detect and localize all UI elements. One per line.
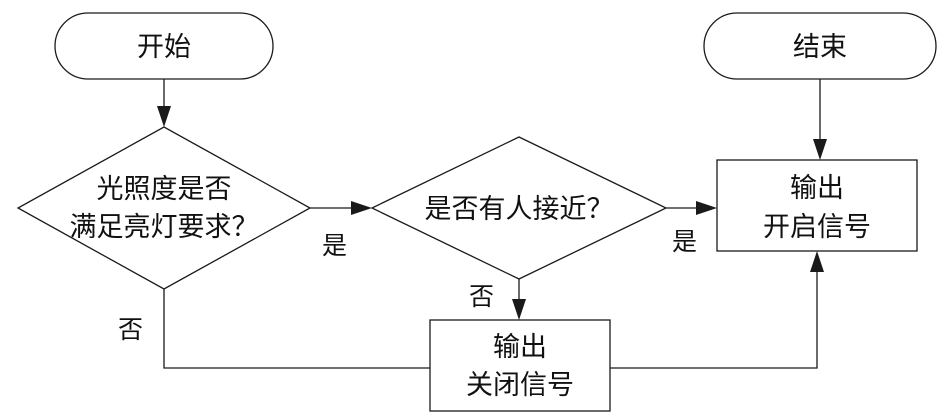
connector-person-yes: 是: [666, 201, 717, 256]
arrowhead-down-icon: [512, 299, 526, 320]
end-label: 结束: [793, 32, 847, 63]
arrowhead-right-icon: [696, 201, 717, 215]
output-close-line1: 输出: [493, 332, 547, 363]
edge-label-person-yes: 是: [672, 227, 697, 256]
output-open-line2: 开启信号: [763, 212, 871, 243]
output-close-line2: 关闭信号: [466, 370, 574, 401]
start-terminal: 开始: [54, 12, 274, 80]
edge-label-person-no: 否: [469, 282, 494, 311]
arrowhead-right-icon: [351, 201, 372, 215]
arrowhead-up-icon: [810, 251, 824, 272]
connector-open-to-end: [813, 79, 827, 160]
connector-start-to-light: [157, 79, 171, 127]
output-open-box: 输出 开启信号: [716, 159, 918, 252]
connector-person-no: 否: [469, 279, 526, 320]
decision-light-level: 光照度是否 满足亮灯要求？: [16, 126, 312, 290]
start-label: 开始: [137, 32, 191, 63]
arrowhead-down-icon: [813, 139, 827, 160]
connector-light-yes: 是: [310, 201, 372, 260]
connector-close-to-open: [610, 251, 824, 369]
edge-label-light-no: 否: [118, 315, 143, 344]
decision-person-approach: 是否有人接近？: [370, 136, 668, 280]
edge-label-light-yes: 是: [322, 231, 347, 260]
connector-light-no: 否: [118, 289, 430, 369]
arrowhead-down-icon: [157, 106, 171, 127]
output-close-box: 输出 关闭信号: [429, 319, 611, 412]
end-terminal: 结束: [703, 12, 937, 80]
decision-person-label: 是否有人接近？: [425, 194, 614, 225]
decision-light-line1: 光照度是否: [97, 174, 232, 205]
output-open-line1: 输出: [790, 173, 844, 204]
decision-light-line2: 满足亮灯要求？: [70, 212, 259, 243]
